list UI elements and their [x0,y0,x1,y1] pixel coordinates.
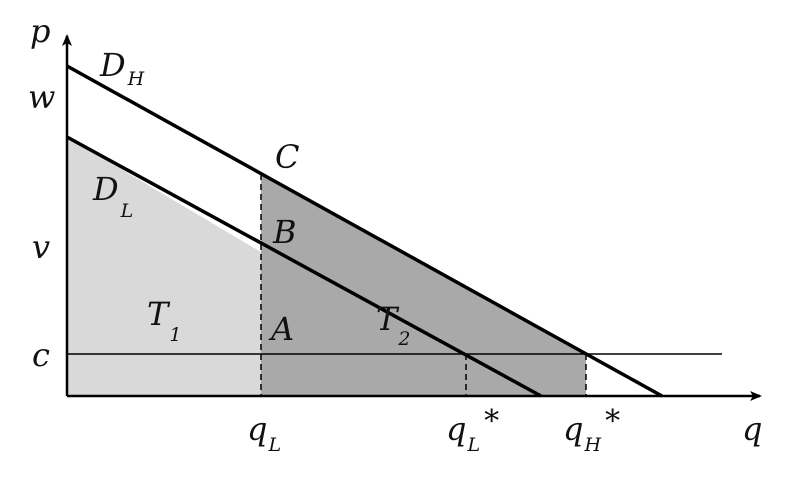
region-t1 [67,137,261,396]
y-axis-label: p [30,12,50,50]
x-axis-label: q [742,410,762,448]
region-t2 [261,174,586,396]
demand-low-line [66,135,542,398]
price-label-c: c [32,336,50,374]
region-t1-label: T1 [147,295,181,346]
quantity-qH-star-label: qH* [563,404,620,456]
point-a-label: A [268,310,294,348]
price-label-v: v [32,228,50,266]
region-t2-label: T2 [376,300,410,350]
price-label-w: w [28,78,55,116]
point-b-label: B [272,213,297,251]
point-c-label: C [275,138,299,176]
quantity-qL-star-label: qL* [446,404,499,456]
quantity-qL-label: qL [247,410,281,456]
demand-high-line [66,64,663,398]
demand-low-label: DL [92,170,133,222]
